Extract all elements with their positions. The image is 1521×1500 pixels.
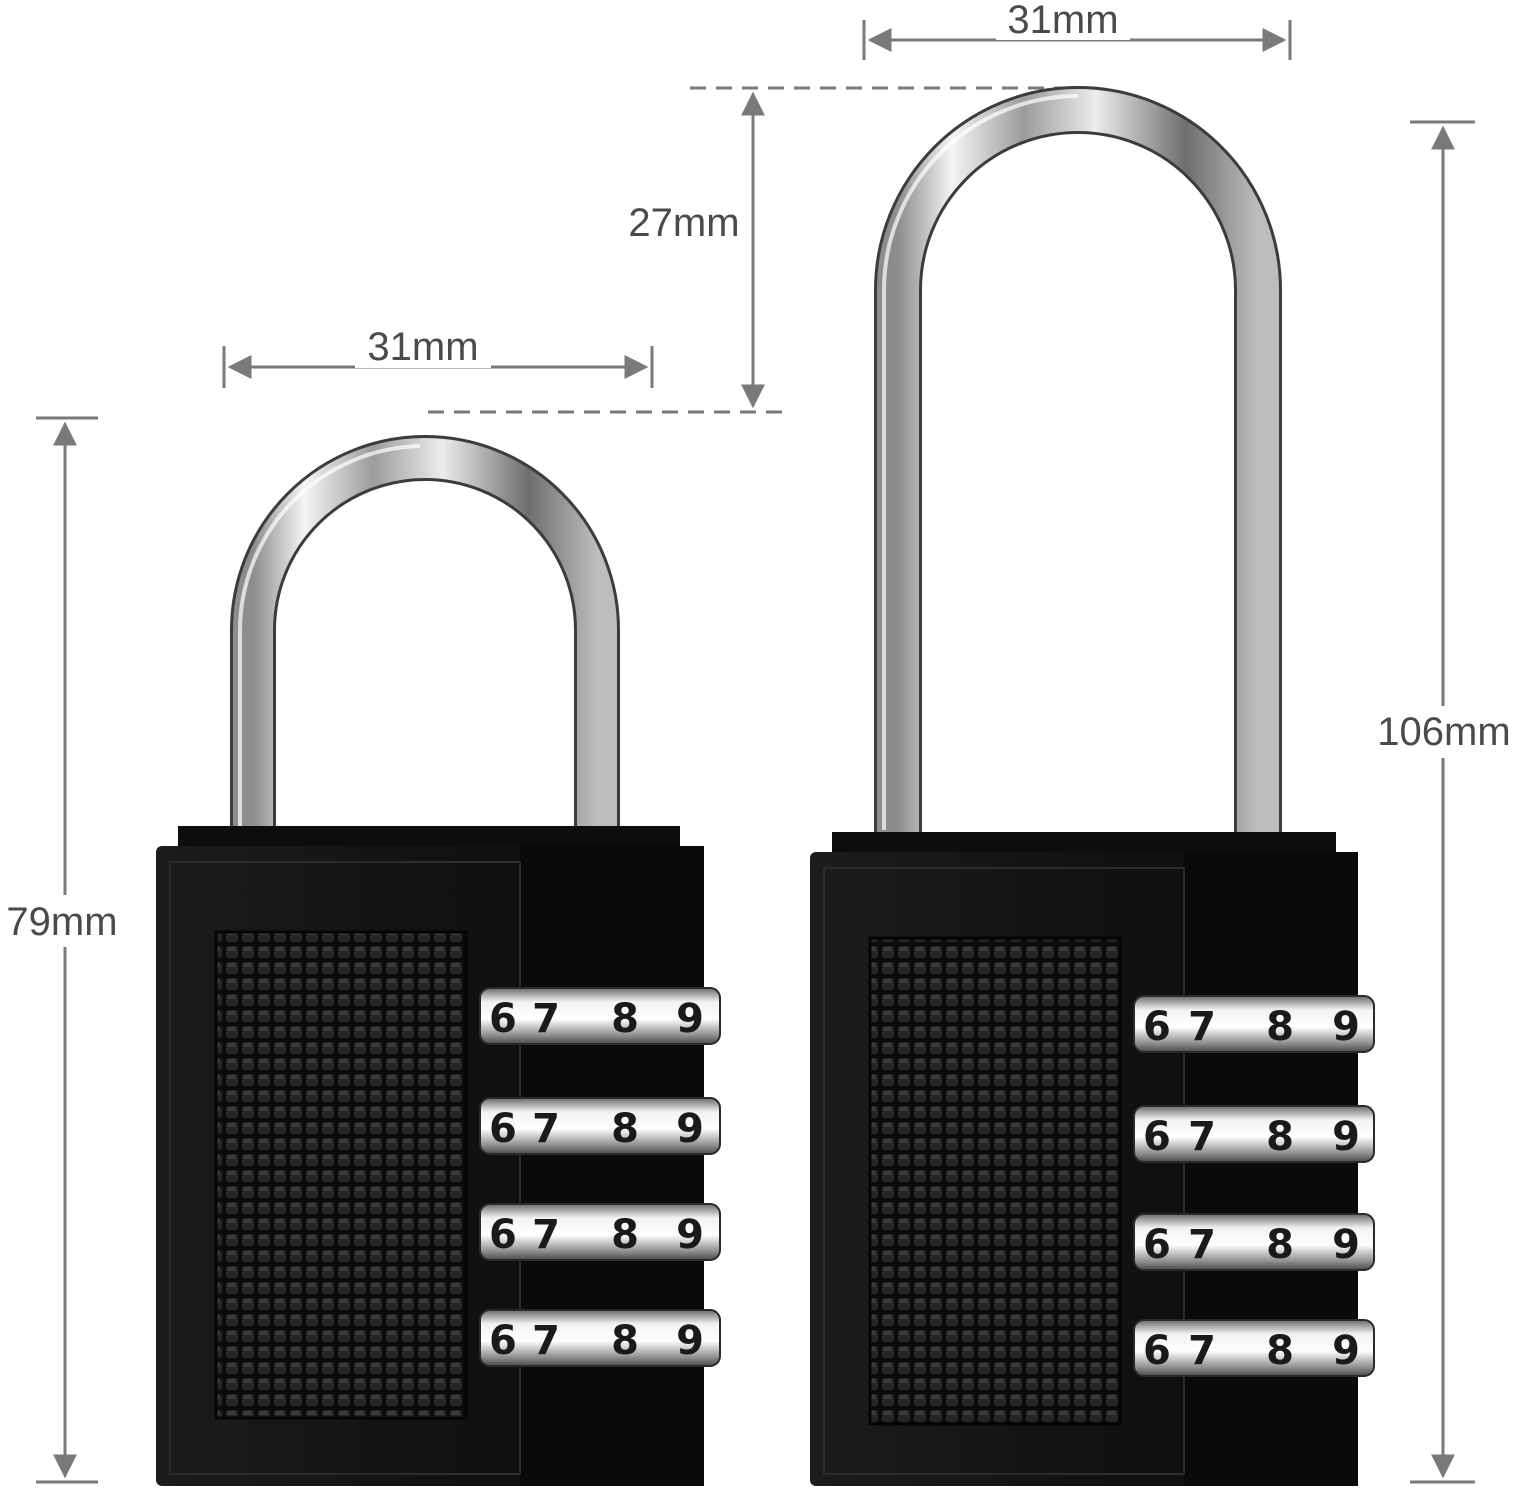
dial-digit: 8 (611, 1106, 639, 1152)
long-dial-row-3[interactable]: 6 7 8 9 (1133, 1213, 1375, 1271)
short-lock-width-label: 31mm (367, 325, 478, 369)
dial-digit: 6 (1143, 1114, 1171, 1160)
short-grip-panel (214, 930, 468, 1420)
dial-digit: 8 (1266, 1004, 1294, 1050)
dial-digit: 6 (489, 1106, 517, 1152)
short-dial-row-2[interactable]: 6 7 8 9 (479, 1097, 721, 1155)
dial-digit: 7 (1188, 1328, 1216, 1374)
dial-digit: 8 (1266, 1222, 1294, 1268)
dial-digit: 7 (1188, 1114, 1216, 1160)
dial-digit: 7 (1188, 1004, 1216, 1050)
short-shackle-padlock: 6 7 8 9 6 7 8 9 6 7 8 9 6 7 8 9 (156, 435, 721, 1486)
dial-digit: 9 (676, 1318, 704, 1364)
dial-digit: 7 (532, 1106, 560, 1152)
dial-digit: 8 (611, 1318, 639, 1364)
dial-digit: 6 (489, 996, 517, 1042)
long-lock-height-label: 106mm (1377, 710, 1510, 754)
dial-digit: 9 (1332, 1328, 1360, 1374)
dial-digit: 7 (532, 1212, 560, 1258)
shackle-extension-label: 27mm (628, 201, 739, 245)
long-dial-row-4[interactable]: 6 7 8 9 (1133, 1319, 1375, 1377)
dial-digit: 6 (1143, 1328, 1171, 1374)
dial-digit: 9 (1332, 1222, 1360, 1268)
short-dial-row-3[interactable]: 6 7 8 9 (479, 1203, 721, 1261)
dial-digit: 8 (1266, 1114, 1294, 1160)
short-dial-row-4[interactable]: 6 7 8 9 (479, 1309, 721, 1367)
dial-digit: 8 (611, 996, 639, 1042)
long-shackle-padlock: 6 7 8 9 6 7 8 9 6 7 8 9 6 7 8 9 (810, 86, 1375, 1486)
dial-digit: 6 (489, 1212, 517, 1258)
dial-digit: 7 (1188, 1222, 1216, 1268)
dial-digit: 9 (1332, 1004, 1360, 1050)
dial-digit: 6 (1143, 1004, 1171, 1050)
short-lock-height-label: 79mm (6, 900, 117, 944)
dial-digit: 9 (676, 1212, 704, 1258)
dial-digit: 8 (1266, 1328, 1294, 1374)
long-shackle (874, 86, 1282, 838)
long-lock-width-label: 31mm (1007, 0, 1118, 42)
long-dial-row-2[interactable]: 6 7 8 9 (1133, 1105, 1375, 1163)
long-dial-row-1[interactable]: 6 7 8 9 (1133, 995, 1375, 1053)
long-grip-panel (868, 936, 1122, 1426)
dial-digit: 9 (676, 996, 704, 1042)
dial-digit: 7 (532, 1318, 560, 1364)
dial-digit: 9 (1332, 1114, 1360, 1160)
short-dial-row-1[interactable]: 6 7 8 9 (479, 987, 721, 1045)
dial-digit: 7 (532, 996, 560, 1042)
dial-digit: 6 (489, 1318, 517, 1364)
dial-digit: 6 (1143, 1222, 1171, 1268)
dimension-annotations (36, 20, 1475, 1484)
dial-digit: 8 (611, 1212, 639, 1258)
dial-digit: 9 (676, 1106, 704, 1152)
